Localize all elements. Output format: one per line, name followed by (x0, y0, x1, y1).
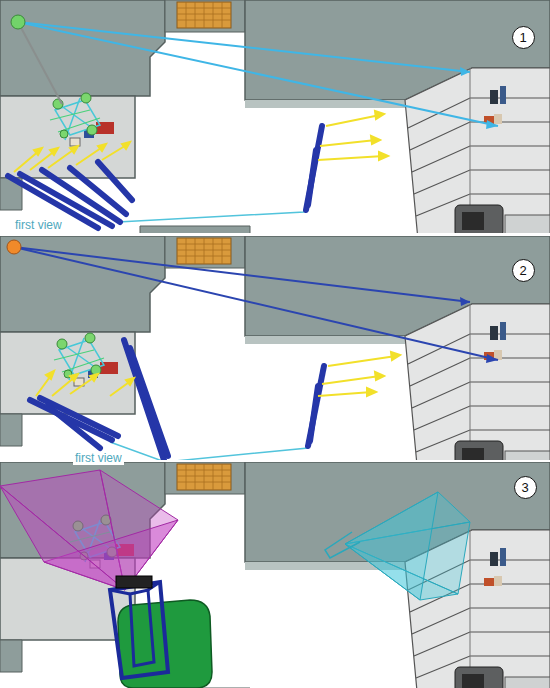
callout-circle: 2 (512, 259, 535, 282)
panel-three (0, 462, 550, 688)
view-label: first view (73, 452, 124, 465)
view-path (118, 130, 320, 222)
sight-line (14, 247, 498, 360)
environment (0, 0, 550, 233)
viewpoint-dot (11, 15, 25, 29)
table-objects (54, 333, 118, 386)
callout-circle: 3 (514, 476, 537, 499)
sight-line (18, 22, 498, 126)
callout-number: 2 (519, 264, 526, 277)
callout-circle: 1 (512, 26, 535, 49)
viewpoint-dot (7, 240, 21, 254)
panel-two (0, 236, 550, 476)
direction-arrows (14, 111, 388, 172)
view-rods (30, 340, 324, 460)
view-label: first view (13, 219, 64, 232)
view-rods (8, 126, 322, 228)
camera-frustum (325, 492, 470, 600)
panel-one (0, 0, 550, 233)
camera-frustum (0, 470, 178, 590)
environment (0, 236, 550, 469)
callout-number: 1 (519, 31, 526, 44)
sight-line (18, 22, 470, 72)
callout-number: 3 (521, 481, 528, 494)
sight-line (14, 247, 470, 302)
robot (110, 576, 212, 688)
environment (0, 462, 550, 688)
direction-arrows (36, 352, 400, 396)
